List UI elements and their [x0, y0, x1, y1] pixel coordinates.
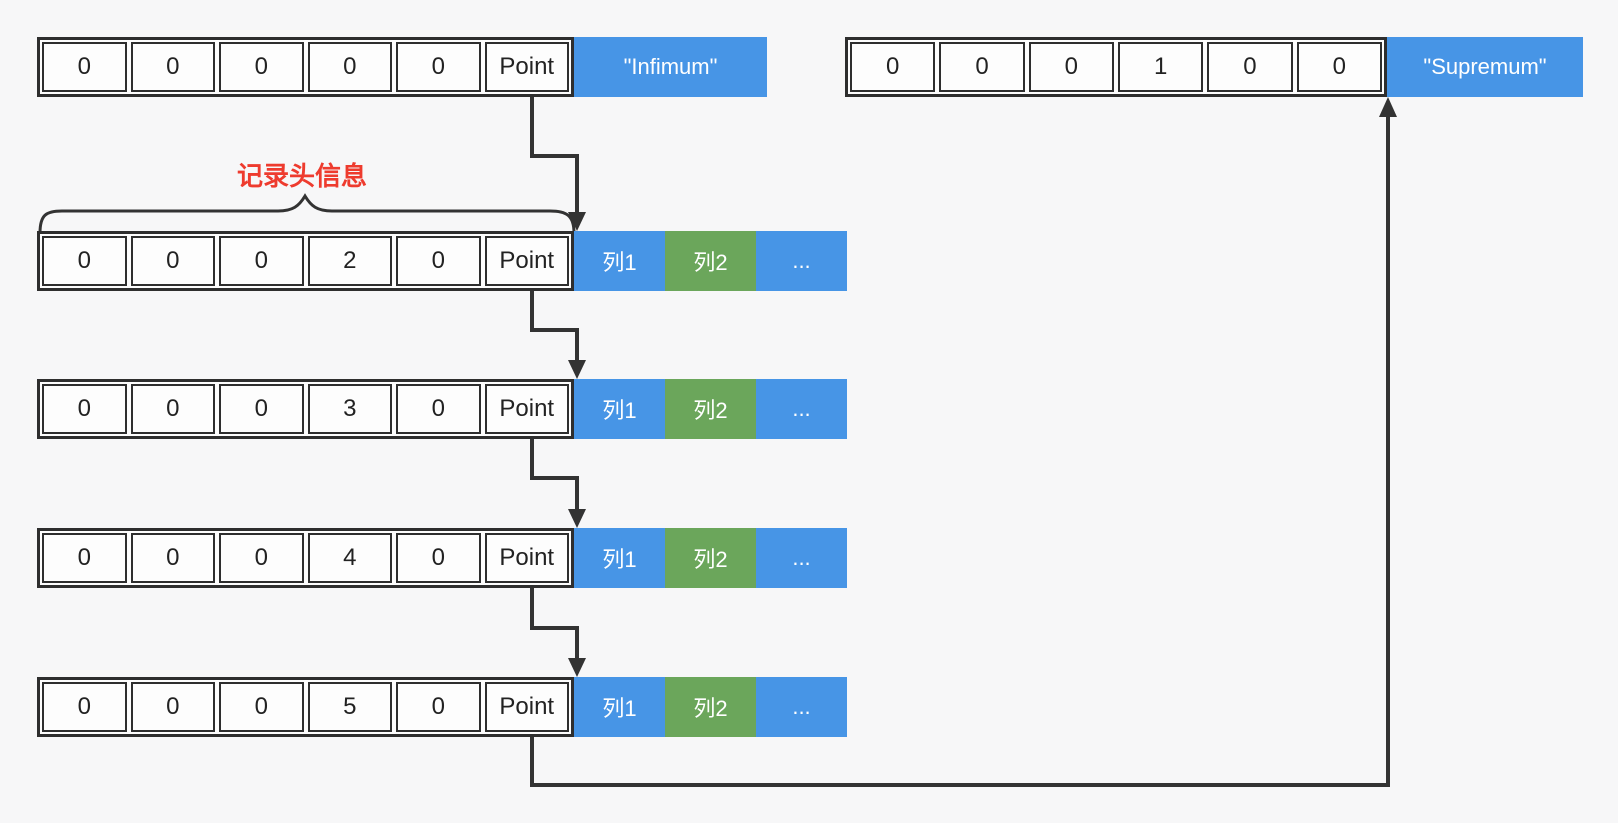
header-cell: Point	[484, 682, 569, 732]
header-cell: 0	[396, 42, 481, 92]
arrowhead-record4	[568, 509, 586, 528]
header-cell: 0	[307, 42, 392, 92]
record-header-label: 记录头信息	[236, 161, 367, 191]
header-cell: 1	[1117, 42, 1204, 92]
supremum-data-cells: "Supremum"	[1387, 37, 1583, 97]
header-cell: 0	[219, 682, 304, 732]
header-cell: 0	[42, 682, 127, 732]
column-cell: ...	[756, 677, 847, 737]
header-cell: Point	[484, 533, 569, 583]
arrowhead-record2	[568, 212, 586, 231]
header-cell: 0	[130, 533, 215, 583]
column-cell: 列2	[665, 677, 756, 737]
header-cell: 0	[42, 533, 127, 583]
column-cell: ...	[756, 231, 847, 291]
header-cell: 5	[307, 682, 392, 732]
header-cell: 0	[219, 533, 304, 583]
column-cell: 列1	[574, 677, 665, 737]
header-cell: 0	[219, 236, 304, 286]
header-cell: Point	[484, 42, 569, 92]
header-cell: 0	[42, 236, 127, 286]
header-cell: Point	[484, 236, 569, 286]
column-cell: ...	[756, 379, 847, 439]
column-cell: 列1	[574, 231, 665, 291]
header-cell: 0	[850, 42, 936, 92]
header-cell: 0	[1028, 42, 1114, 92]
column-cell: 列1	[574, 379, 665, 439]
header-cell: 0	[130, 682, 215, 732]
header-cell: 0	[1296, 42, 1382, 92]
header-cell: 0	[1207, 42, 1293, 92]
pointer-arrow-record2-to-record3	[530, 291, 579, 363]
header-cell: 4	[307, 533, 392, 583]
record-header-brace	[38, 193, 576, 234]
column-cell: 列1	[574, 528, 665, 588]
header-cell: 0	[130, 236, 215, 286]
arrowhead-record5	[568, 658, 586, 677]
header-cell: 0	[130, 42, 215, 92]
column-cell: 列2	[665, 528, 756, 588]
arrowhead-supremum	[1379, 97, 1397, 117]
header-cell: 0	[219, 384, 304, 434]
header-cell: 0	[130, 384, 215, 434]
header-cell: 0	[42, 384, 127, 434]
header-cell: 0	[396, 384, 481, 434]
header-cell: 0	[396, 236, 481, 286]
column-cell: 列2	[665, 379, 756, 439]
column-cell: 列2	[665, 231, 756, 291]
header-cell: 0	[42, 42, 127, 92]
header-cell: 0	[219, 42, 304, 92]
header-cell: Point	[484, 384, 569, 434]
column-cell: "Infimum"	[574, 37, 767, 97]
pointer-arrow-infimum-to-record2	[530, 97, 579, 215]
column-cell: "Supremum"	[1387, 37, 1583, 97]
arrowhead-record3	[568, 360, 586, 379]
header-cell: 0	[939, 42, 1025, 92]
column-cell: ...	[756, 528, 847, 588]
pointer-arrow-record3-to-record4	[530, 439, 579, 512]
header-cell: 2	[307, 236, 392, 286]
pointer-arrow-record4-to-record5	[530, 588, 579, 661]
header-cell: 3	[307, 384, 392, 434]
infimum-data-cells: "Infimum"	[574, 37, 767, 97]
header-cell: 0	[396, 533, 481, 583]
header-cell: 0	[396, 682, 481, 732]
